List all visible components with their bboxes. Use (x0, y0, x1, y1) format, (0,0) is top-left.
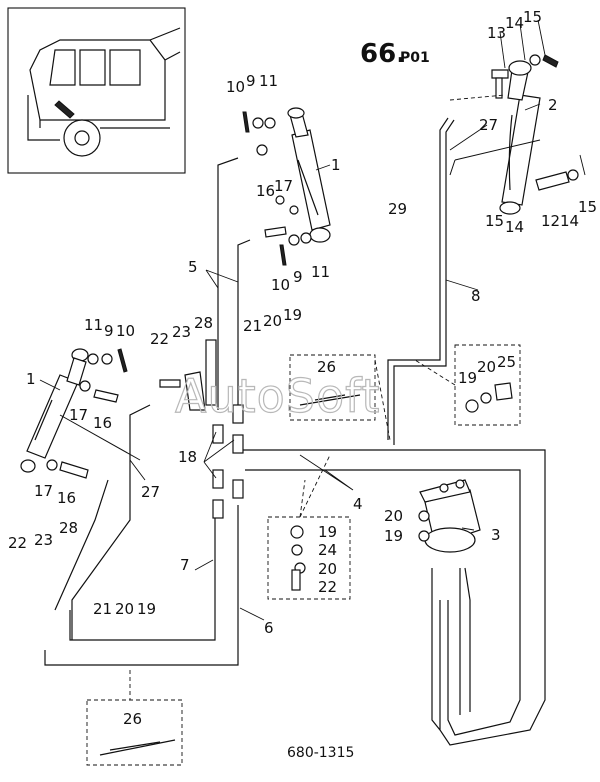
part-label-14: 14 (505, 218, 524, 236)
truck-cab-inset (7, 7, 186, 174)
part-label-19: 19 (137, 600, 156, 618)
leader-lines (39, 19, 546, 621)
part-label-10: 10 (271, 276, 290, 294)
part-label-26: 26 (317, 358, 336, 376)
dashed-leaders (129, 94, 506, 700)
fittings-left (46, 348, 128, 479)
washer-14 (529, 54, 541, 66)
fittings-upper (242, 111, 312, 266)
detail-box-19-24-20-22 (267, 516, 351, 600)
part-label-10: 10 (116, 322, 135, 340)
part-label-16: 16 (57, 489, 76, 507)
part-label-9: 9 (293, 268, 303, 286)
part-label-4: 4 (353, 495, 363, 513)
part-labels: 13 14 15 2 27 10 9 11 1 16 17 29 15 14 1… (8, 8, 597, 728)
part-label-13: 13 (487, 24, 506, 42)
part-label-15: 15 (523, 8, 542, 26)
part-label-15: 15 (578, 198, 597, 216)
part-label-21: 21 (93, 600, 112, 618)
watermark-text: AutoSoft (175, 369, 381, 423)
part-label-22: 22 (150, 330, 169, 348)
part-label-28: 28 (194, 314, 213, 332)
part-label-20: 20 (318, 560, 337, 578)
part-label-5: 5 (188, 258, 198, 276)
part-label-23: 23 (34, 531, 53, 549)
part-label-14: 14 (505, 14, 524, 32)
part-label-16: 16 (93, 414, 112, 432)
part-label-20: 20 (384, 507, 403, 525)
part-label-8: 8 (471, 287, 481, 305)
part-label-11: 11 (311, 263, 330, 281)
part-label-18: 18 (178, 448, 197, 466)
part-label-27: 27 (479, 116, 498, 134)
part-label-26: 26 (123, 710, 142, 728)
part-label-15: 15 (485, 212, 504, 230)
part-label-27: 27 (141, 483, 160, 501)
part-label-20: 20 (477, 358, 496, 376)
part-label-1: 1 (26, 370, 36, 388)
pipe-runs (44, 117, 546, 746)
part-label-21: 21 (243, 317, 262, 335)
cylinder-left (20, 348, 89, 473)
part-label-28: 28 (59, 519, 78, 537)
page-title-main: 66. (360, 39, 406, 69)
part-label-19: 19 (318, 523, 337, 541)
hydraulic-pump-3 (418, 479, 481, 553)
part-label-20: 20 (263, 312, 282, 330)
detail-box-19-20-25 (454, 344, 521, 426)
part-label-17: 17 (34, 482, 53, 500)
part-label-2: 2 (548, 96, 558, 114)
part-label-11: 11 (259, 72, 278, 90)
part-label-9: 9 (246, 72, 256, 90)
pin-13 (491, 69, 509, 99)
cylinder-right (499, 60, 541, 215)
part-label-1: 1 (331, 156, 341, 174)
detail-box-26-lower (86, 699, 183, 766)
part-label-24: 24 (318, 541, 337, 559)
part-label-25: 25 (497, 353, 516, 371)
part-label-19: 19 (458, 369, 477, 387)
part-label-17: 17 (69, 406, 88, 424)
part-label-9: 9 (104, 322, 114, 340)
part-label-20: 20 (115, 600, 134, 618)
part-label-22: 22 (8, 534, 27, 552)
part-label-16: 16 (256, 182, 275, 200)
part-label-11: 11 (84, 316, 103, 334)
part-label-12: 12 (541, 212, 560, 230)
part-label-10: 10 (226, 78, 245, 96)
part-label-3: 3 (491, 526, 501, 544)
part-label-14: 14 (560, 212, 579, 230)
part-label-6: 6 (264, 619, 274, 637)
part-label-23: 23 (172, 323, 191, 341)
drawing-number: 680-1315 (287, 745, 354, 761)
split-pin-15 (542, 54, 559, 68)
page-title-sub: P01 (400, 50, 430, 66)
part-label-19: 19 (384, 527, 403, 545)
part-label-7: 7 (180, 556, 190, 574)
part-label-29: 29 (388, 200, 407, 218)
detail-box-26-upper (289, 354, 376, 421)
part-label-17: 17 (274, 177, 293, 195)
cylinder-upper (287, 107, 331, 243)
pin-12 (535, 154, 586, 191)
part-label-19: 19 (283, 306, 302, 324)
part-label-22: 22 (318, 578, 337, 596)
